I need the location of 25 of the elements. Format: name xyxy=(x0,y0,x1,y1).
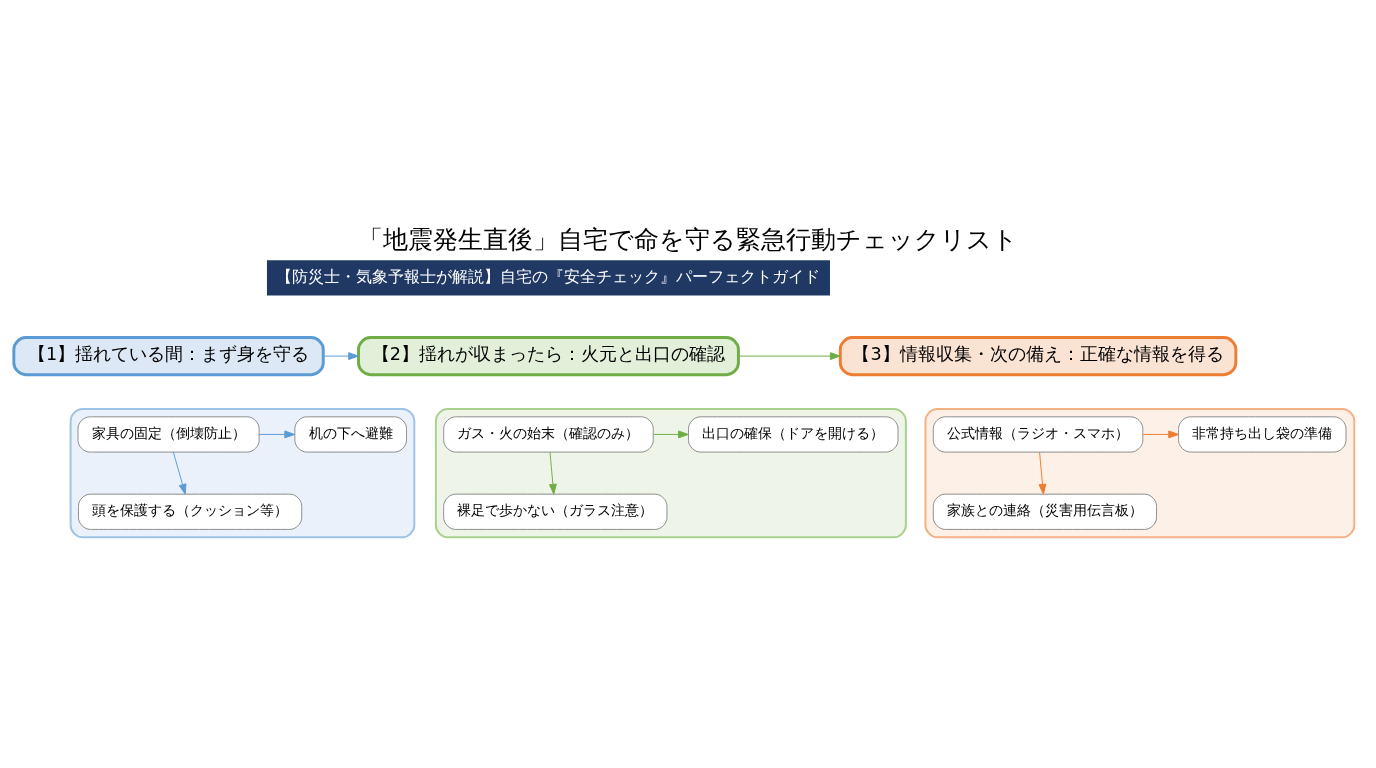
arrow xyxy=(549,451,557,495)
node-box: 公式情報（ラジオ・スマホ） xyxy=(932,415,1144,453)
arrow xyxy=(1142,430,1179,438)
cluster xyxy=(434,407,907,538)
arrow xyxy=(1038,451,1047,495)
cluster xyxy=(924,407,1356,538)
node-box: ガス・火の始末（確認のみ） xyxy=(443,415,654,453)
node-box: 頭を保護する（クッション等） xyxy=(78,493,303,530)
node-box: 【2】揺れが収まったら：火元と出口の確認 xyxy=(357,335,740,376)
node-box: 出口の確保（ドアを開ける） xyxy=(688,415,899,453)
arrow xyxy=(322,351,359,360)
node-box: 【1】揺れている間：まず身を守る xyxy=(12,335,325,376)
diagram-title: 「地震発生直後」自宅で命を守る緊急行動チェックリスト xyxy=(358,223,1018,254)
node-box: 非常持ち出し袋の準備 xyxy=(1178,415,1347,453)
node-box: 家族との連絡（災害用伝言板） xyxy=(932,493,1157,530)
arrow xyxy=(172,451,187,495)
node-box: 机の下へ避難 xyxy=(294,415,407,453)
arrow xyxy=(653,430,689,438)
label: 【防災士・気象予報士が解説】自宅の『安全チェック』パーフェクトガイド xyxy=(276,265,821,285)
node-box: 家具の固定（倒壊防止） xyxy=(77,415,260,453)
arrow xyxy=(258,430,296,438)
cluster xyxy=(69,407,416,538)
arrow xyxy=(738,351,841,360)
node-box: 【3】情報収集・次の備え：正確な情報を得る xyxy=(838,335,1238,376)
node-box: 裸足で歩かない（ガラス注意） xyxy=(443,493,668,530)
